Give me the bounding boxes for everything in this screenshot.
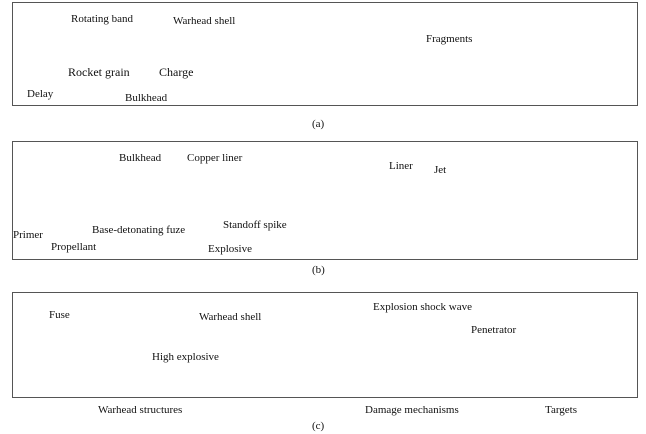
- label-jet: Jet: [434, 164, 447, 176]
- label-rocket-grain: Rocket grain: [68, 65, 130, 79]
- label-fragments: Fragments: [426, 33, 473, 45]
- label-explosive: Explosive: [208, 243, 252, 255]
- label-shock-wave: Explosion shock wave: [373, 301, 472, 313]
- label-warhead-shell-c: Warhead shell: [199, 311, 262, 323]
- label-bulkhead: Bulkhead: [125, 92, 168, 104]
- label-charge: Charge: [159, 65, 194, 79]
- label-fuse: Fuse: [49, 309, 70, 321]
- column-label-structures: Warhead structures: [98, 404, 183, 416]
- label-primer: Primer: [13, 229, 43, 241]
- label-warhead-shell: Warhead shell: [173, 15, 236, 27]
- caption-a: (a): [312, 118, 325, 130]
- label-rotating-band: Rotating band: [71, 13, 134, 25]
- column-label-mechanisms: Damage mechanisms: [365, 404, 459, 416]
- panel-a: Rotating band Warhead shell Rocket grain…: [12, 2, 638, 106]
- caption-c: (c): [312, 420, 325, 432]
- panel-b: Bulkhead Copper liner Primer Propellant …: [12, 141, 638, 260]
- label-standoff-spike: Standoff spike: [223, 219, 287, 231]
- label-liner: Liner: [389, 160, 413, 172]
- label-bulkhead-b: Bulkhead: [119, 152, 162, 164]
- label-propellant: Propellant: [51, 241, 97, 253]
- label-fuze: Base-detonating fuze: [92, 224, 186, 236]
- caption-b: (b): [312, 264, 325, 276]
- label-high-explosive: High explosive: [152, 351, 219, 363]
- label-penetrator: Penetrator: [471, 324, 517, 336]
- column-label-targets: Targets: [545, 404, 578, 416]
- panel-c: Fuse Warhead shell High explosive Explos…: [12, 292, 638, 398]
- label-copper-liner: Copper liner: [187, 152, 243, 164]
- label-delay: Delay: [27, 88, 54, 100]
